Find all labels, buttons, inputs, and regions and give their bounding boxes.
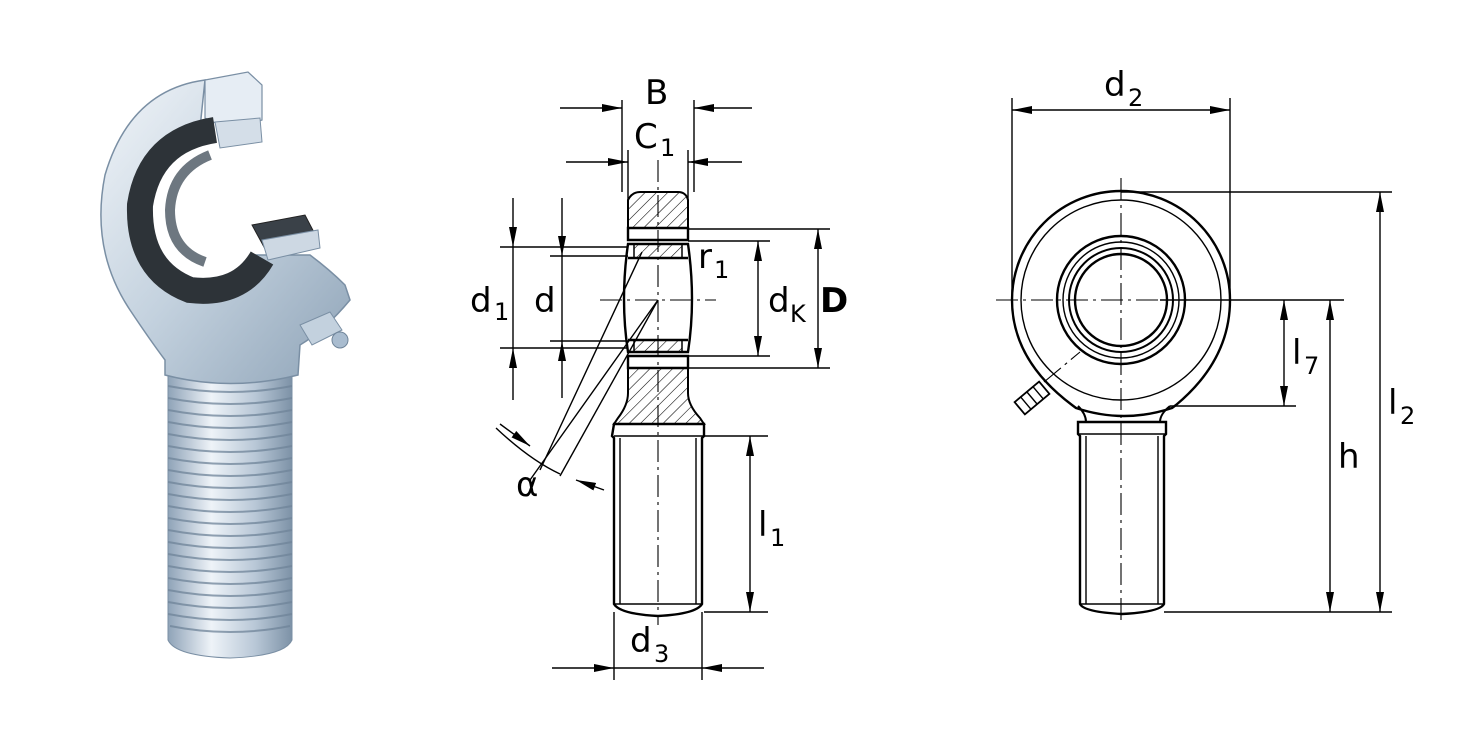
inner-ring-section — [622, 242, 694, 354]
label-B: B — [645, 73, 668, 113]
label-d1: d — [470, 281, 492, 321]
label-dK: d — [768, 281, 790, 321]
label-l7: l — [1292, 333, 1301, 373]
label-alpha: α — [516, 465, 538, 505]
label-l1-sub: 1 — [770, 524, 785, 552]
label-C1-sub: 1 — [660, 134, 675, 162]
threaded-shank — [167, 371, 293, 659]
grease-nipple-front — [1013, 380, 1051, 416]
label-d3-sub: 3 — [654, 640, 669, 668]
grease-nipple — [299, 311, 349, 349]
label-D: D — [820, 281, 848, 321]
label-l7-sub: 7 — [1304, 352, 1319, 380]
label-l2-sub: 2 — [1400, 402, 1415, 430]
spherical-bearing — [126, 117, 321, 304]
label-d2: d — [1104, 65, 1126, 105]
label-C1: C — [634, 117, 658, 157]
front-view: d 2 l 7 h l 2 — [996, 65, 1415, 622]
label-d2-sub: 2 — [1128, 84, 1143, 112]
label-r1: r — [698, 237, 712, 277]
label-l1: l — [758, 505, 767, 545]
housing-section-bottom — [612, 367, 706, 425]
label-h: h — [1338, 437, 1360, 477]
housing-top-block — [204, 71, 263, 131]
angle-arc-alpha — [495, 427, 561, 475]
label-d: d — [534, 281, 556, 321]
rod-end-illustration — [100, 71, 351, 659]
label-dK-sub: K — [790, 300, 807, 328]
label-l2: l — [1388, 383, 1397, 423]
label-d1-sub: 1 — [494, 298, 509, 326]
label-d3: d — [630, 621, 652, 661]
section-view: B C 1 d 1 d r 1 d K D α l — [470, 73, 848, 680]
label-r1-sub: 1 — [714, 256, 729, 284]
shank-front-view — [1076, 420, 1168, 616]
